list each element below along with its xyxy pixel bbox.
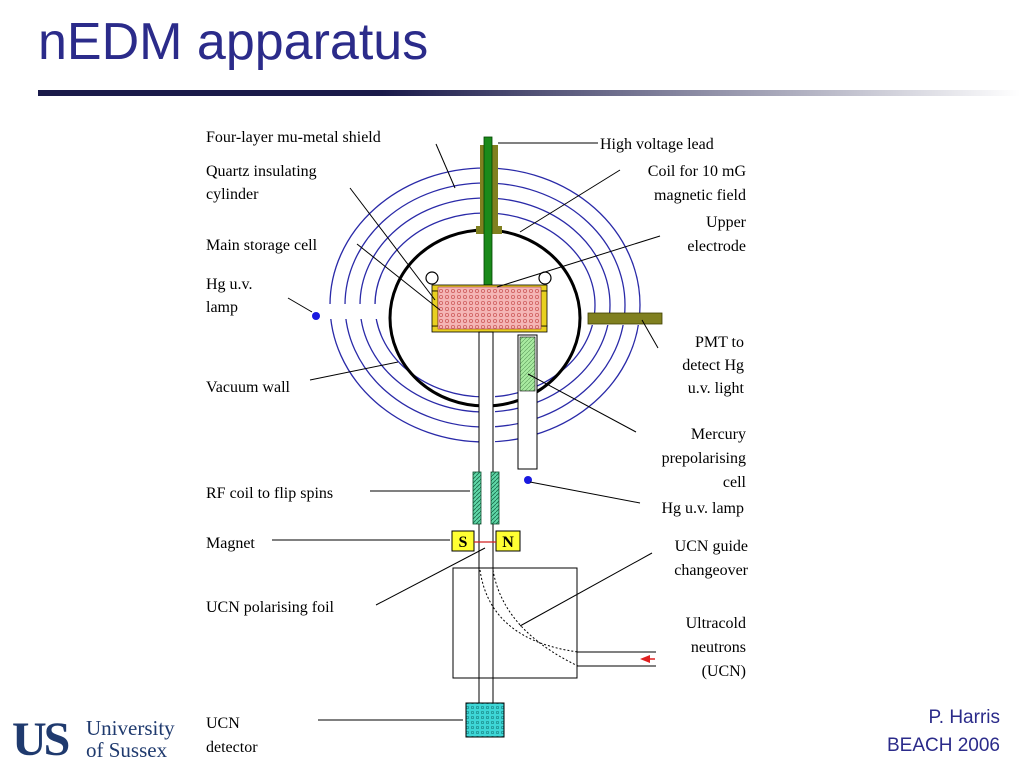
ucn-changeover-box xyxy=(452,567,578,679)
mercury-prepolarising-cell xyxy=(519,336,536,392)
label-electrode-line2: electrode xyxy=(687,238,746,255)
label-mercury-line3: cell xyxy=(723,474,747,491)
label-vacuum-wall: Vacuum wall xyxy=(206,379,291,396)
hg-lamp-right xyxy=(524,476,532,484)
rf-coil-left xyxy=(472,471,482,525)
label-high-voltage-lead: High voltage lead xyxy=(600,136,714,153)
label-changeover-line1: UCN guide xyxy=(675,538,748,555)
leader-lines xyxy=(272,142,661,721)
label-hg-lamp-line2: lamp xyxy=(206,299,238,316)
pole-n-label: N xyxy=(502,534,514,551)
label-ucn-line2: neutrons xyxy=(691,639,746,656)
footer-event: BEACH 2006 xyxy=(886,735,1000,756)
label-mercury-line2: prepolarising xyxy=(662,450,746,467)
slide-title: nEDM apparatus xyxy=(38,13,429,71)
main-storage-cell xyxy=(437,286,542,330)
hv-lead xyxy=(483,136,493,288)
label-main-storage-cell: Main storage cell xyxy=(206,237,318,254)
label-mercury-line1: Mercury xyxy=(691,426,746,443)
title-underline xyxy=(38,90,1020,96)
label-rf-coil: RF coil to flip spins xyxy=(206,485,333,502)
label-detector-line1: UCN xyxy=(206,715,240,732)
label-changeover-line2: changeover xyxy=(674,562,748,579)
footer-author: P. Harris xyxy=(928,707,1000,728)
shield-gap-left xyxy=(327,304,387,319)
label-electrode-line1: Upper xyxy=(706,214,747,231)
label-polarising-foil: UCN polarising foil xyxy=(206,599,335,616)
changeover-guide-inner xyxy=(479,569,579,653)
label-pmt-line3: u.v. light xyxy=(688,380,745,397)
university-logo-line1: University xyxy=(86,716,175,740)
label-coil-line1: Coil for 10 mG xyxy=(648,163,747,180)
label-pmt-line2: detect Hg xyxy=(682,357,744,374)
pmt xyxy=(587,312,663,325)
lamp-hook-left xyxy=(425,271,439,285)
label-coil-line2: magnetic field xyxy=(654,187,746,204)
magnet-south-pole xyxy=(451,530,475,552)
university-logo-mark: US xyxy=(12,713,70,766)
quartz-cylinder-left xyxy=(431,290,439,327)
ucn-detector xyxy=(465,702,505,738)
label-hg-lamp-right: Hg u.v. lamp xyxy=(661,500,744,517)
rf-coil-right xyxy=(490,471,500,525)
label-quartz-line1: Quartz insulating xyxy=(206,163,317,180)
label-hg-lamp-line1: Hg u.v. xyxy=(206,276,253,293)
label-detector-line2: detector xyxy=(206,739,258,756)
label-magnet: Magnet xyxy=(206,535,255,552)
label-pmt-line1: PMT to xyxy=(695,334,744,351)
label-ucn-line3: (UCN) xyxy=(702,663,746,680)
label-ucn-line1: Ultracold xyxy=(686,615,746,632)
university-logo-line2: of Sussex xyxy=(86,738,168,762)
pole-s-label: S xyxy=(459,534,468,551)
label-mu-metal-shield: Four-layer mu-metal shield xyxy=(206,129,381,146)
label-quartz-line2: cylinder xyxy=(206,186,259,203)
changeover-guide-outer xyxy=(492,569,579,667)
magnet-north-pole xyxy=(495,530,521,552)
ucn-arrow-icon xyxy=(640,655,650,663)
hg-lamp-left xyxy=(312,312,320,320)
quartz-cylinder-right xyxy=(540,290,548,327)
